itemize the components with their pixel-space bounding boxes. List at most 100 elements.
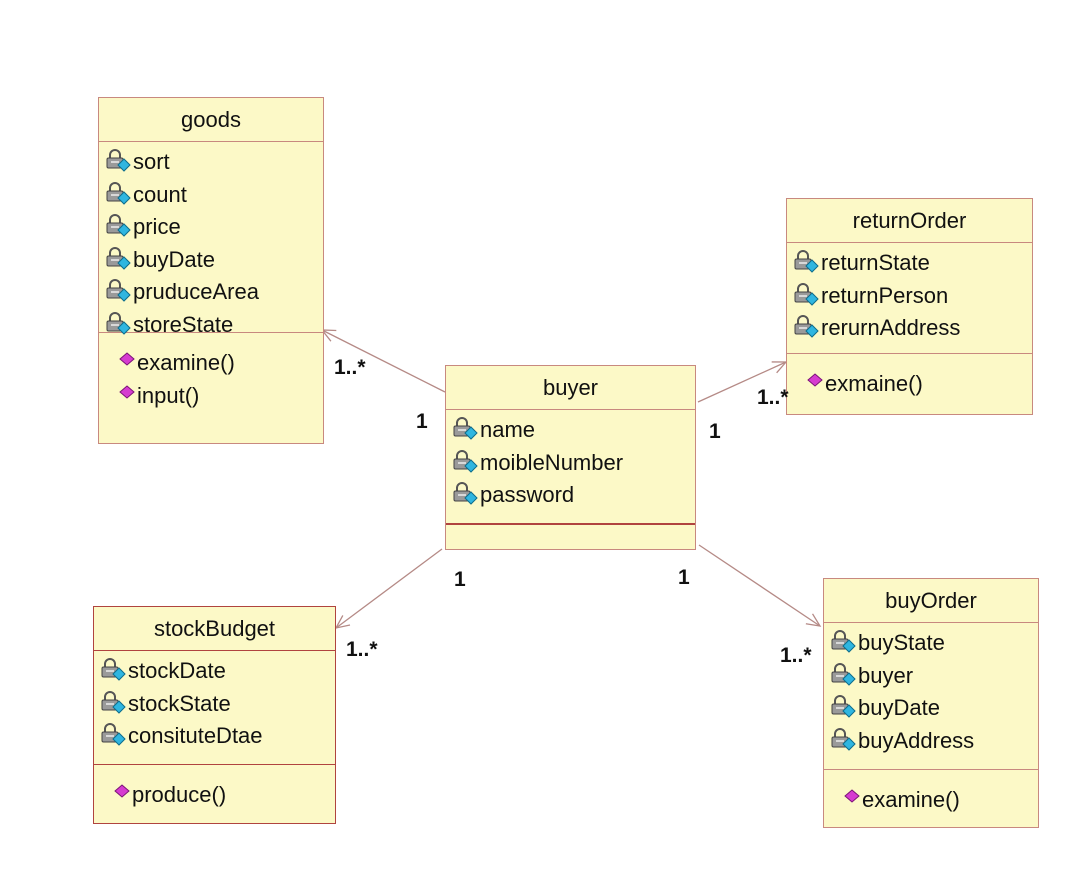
attribute-label: returnState (821, 250, 930, 276)
class-stockBudget[interactable]: stockBudget stockDate stockState consitute… (93, 606, 336, 824)
multiplicity-returnOrder-one: 1 (709, 420, 721, 443)
class-stockBudget-attributes: stockDate stockState consituteDtae (94, 651, 335, 765)
operation-label: input() (137, 382, 200, 408)
attribute-row[interactable]: buyDate (105, 244, 323, 277)
attribute-label: price (133, 214, 181, 240)
association-buyer-returnOrder (697, 361, 788, 403)
operation-diamond-icon (114, 782, 132, 808)
private-attribute-lock-icon (100, 723, 128, 749)
private-attribute-lock-icon (105, 246, 133, 273)
private-attribute-lock-icon (830, 662, 858, 689)
attribute-label: returnPerson (821, 282, 949, 308)
association-buyer-stockBudget (334, 548, 443, 629)
private-attribute-lock-icon (100, 690, 128, 717)
attribute-label: stockDate (128, 658, 226, 684)
private-attribute-lock-icon (793, 315, 821, 341)
attribute-label: buyDate (133, 246, 215, 272)
private-attribute-lock-icon (452, 449, 480, 476)
operation-row[interactable]: input() (119, 380, 323, 413)
attribute-label: buyState (858, 630, 945, 656)
private-attribute-lock-icon (793, 250, 821, 276)
operation-diamond-icon (119, 383, 137, 409)
operation-label: exmaine() (825, 371, 923, 397)
operation-diamond-icon (807, 371, 825, 397)
class-buyer-operations (446, 525, 695, 545)
attribute-label: pruduceArea (133, 279, 259, 305)
attribute-label: buyDate (858, 695, 940, 721)
class-buyOrder-operations: examine() (824, 770, 1038, 823)
multiplicity-goods-many: 1..* (334, 356, 366, 379)
attribute-row[interactable]: moibleNumber (452, 447, 695, 480)
attribute-label: sort (133, 149, 170, 175)
class-buyer-name: buyer (446, 366, 695, 410)
private-attribute-lock-icon (105, 181, 133, 208)
attribute-row[interactable]: buyAddress (830, 725, 1038, 758)
class-buyOrder-name: buyOrder (824, 579, 1038, 623)
class-stockBudget-name: stockBudget (94, 607, 335, 651)
private-attribute-lock-icon (830, 630, 858, 656)
attribute-label: password (480, 482, 575, 508)
class-stockBudget-operations: produce() (94, 765, 335, 818)
attribute-row[interactable]: name (452, 414, 695, 447)
operation-diamond-icon (119, 350, 137, 376)
multiplicity-stockBudget-one: 1 (454, 568, 466, 591)
multiplicity-stockBudget-many: 1..* (346, 638, 378, 661)
private-attribute-lock-icon (105, 149, 133, 175)
attribute-row[interactable]: pruduceArea (105, 276, 323, 309)
operation-diamond-icon (844, 787, 862, 813)
attribute-row[interactable]: count (105, 179, 323, 212)
attribute-row[interactable]: buyer (830, 660, 1038, 693)
multiplicity-buyOrder-one: 1 (678, 566, 690, 589)
attribute-row[interactable]: stockDate (100, 655, 335, 688)
multiplicity-returnOrder-many: 1..* (757, 386, 789, 409)
attribute-label: buyer (858, 662, 914, 688)
private-attribute-lock-icon (830, 695, 858, 721)
attribute-label: stockState (128, 690, 231, 716)
private-attribute-lock-icon (105, 214, 133, 240)
private-attribute-lock-icon (452, 482, 480, 508)
multiplicity-buyOrder-many: 1..* (780, 644, 812, 667)
attribute-row[interactable]: returnPerson (793, 280, 1032, 313)
attribute-label: name (480, 417, 536, 443)
multiplicity-goods-one: 1 (416, 410, 428, 433)
private-attribute-lock-icon (452, 417, 480, 443)
attribute-row[interactable]: returnState (793, 247, 1032, 280)
attribute-row[interactable]: consituteDtae (100, 720, 335, 753)
operation-row[interactable]: examine() (844, 784, 1038, 817)
class-buyOrder-attributes: buyState buyer buyDate buyAddress (824, 623, 1038, 770)
private-attribute-lock-icon (105, 279, 133, 305)
operation-row[interactable]: examine() (119, 347, 323, 380)
attribute-row[interactable]: password (452, 479, 695, 512)
association-buyer-goods (320, 329, 446, 393)
association-buyer-buyOrder (698, 544, 822, 627)
class-returnOrder-operations: exmaine() (787, 354, 1032, 407)
class-goods[interactable]: goods sort count price buyDate pruduceArea st… (98, 97, 324, 444)
attribute-row[interactable]: price (105, 211, 323, 244)
attribute-label: buyAddress (858, 727, 975, 753)
attribute-row[interactable]: storeState (105, 309, 323, 342)
attribute-row[interactable]: buyState (830, 627, 1038, 660)
attribute-row[interactable]: buyDate (830, 692, 1038, 725)
attribute-label: rerurnAddress (821, 315, 961, 341)
attribute-row[interactable]: rerurnAddress (793, 312, 1032, 345)
attribute-label: count (133, 181, 187, 207)
operation-label: produce() (132, 782, 227, 808)
private-attribute-lock-icon (105, 311, 133, 338)
class-goods-name: goods (99, 98, 323, 142)
operation-row[interactable]: exmaine() (807, 368, 1032, 401)
attribute-label: storeState (133, 311, 234, 337)
operation-row[interactable]: produce() (114, 779, 335, 812)
private-attribute-lock-icon (793, 282, 821, 309)
operation-label: examine() (862, 787, 960, 813)
attribute-row[interactable]: sort (105, 146, 323, 179)
class-returnOrder[interactable]: returnOrder returnState returnPerson rerur… (786, 198, 1033, 415)
class-goods-operations: examine() input() (99, 333, 323, 418)
operation-label: examine() (137, 350, 235, 376)
class-returnOrder-name: returnOrder (787, 199, 1032, 243)
class-returnOrder-attributes: returnState returnPerson rerurnAddress (787, 243, 1032, 354)
attribute-row[interactable]: stockState (100, 688, 335, 721)
